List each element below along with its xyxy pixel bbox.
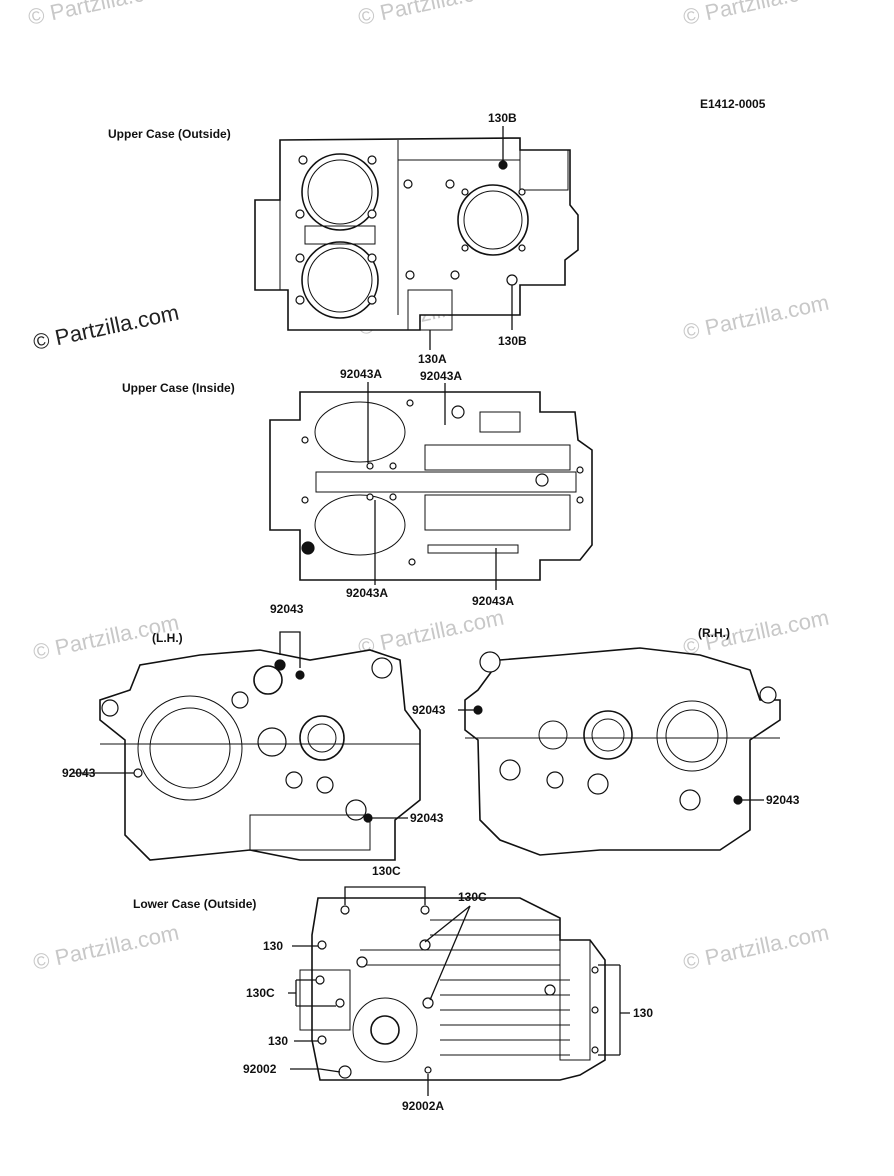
watermark-prominent: © Partzilla.com: [31, 300, 181, 355]
callouts-upper-inside: 92043A 92043A 92043A 92043A: [340, 367, 514, 608]
bolt-holes-upper-outside: [295, 155, 526, 305]
lower-case-outside-drawing: [299, 897, 606, 1081]
callouts-right-hand: 92043 92043: [412, 703, 800, 807]
bolt-holes-upper-inside: [301, 399, 584, 566]
watermark: © Partzilla.com: [681, 0, 831, 30]
callout-label: 92002A: [402, 1099, 444, 1113]
callout-label: 92043: [410, 811, 444, 825]
callout-label: 92002: [243, 1062, 277, 1076]
callout-label: 130B: [498, 334, 527, 348]
callouts-lower-outside: 130C 130C 130 130C 130 130 92002 92002A: [243, 864, 653, 1113]
callout-label: 130C: [246, 986, 275, 1000]
fin-lines: [360, 919, 570, 1056]
upper-case-inside-drawing: [269, 391, 593, 581]
section-title-upper-outside: Upper Case (Outside): [108, 127, 231, 141]
watermark: © Partzilla.com: [681, 920, 831, 975]
callout-label: 92043: [62, 766, 96, 780]
bolt-holes-lower-outside: [315, 905, 599, 1079]
callout-label: 130: [268, 1034, 288, 1048]
callout-label: 92043A: [420, 369, 462, 383]
watermark: © Partzilla.com: [31, 920, 181, 975]
callout-label: 92043: [766, 793, 800, 807]
right-hand-case-drawing: [464, 647, 781, 856]
callout-label: 130A: [418, 352, 447, 366]
watermark: © Partzilla.com: [681, 290, 831, 345]
section-title-left-hand: (L.H.): [152, 631, 183, 645]
callout-label: 130C: [372, 864, 401, 878]
section-title-lower-outside: Lower Case (Outside): [133, 897, 256, 911]
watermark: © Partzilla.com: [356, 605, 506, 660]
callout-label: 92043A: [472, 594, 514, 608]
upper-case-outside-drawing: [254, 137, 579, 331]
watermark: © Partzilla.com: [356, 0, 506, 30]
callout-label: 92043: [270, 602, 304, 616]
callout-label: 92043A: [346, 586, 388, 600]
left-hand-case-drawing: [99, 649, 421, 861]
section-title-upper-inside: Upper Case (Inside): [122, 381, 235, 395]
callout-label: 130: [633, 1006, 653, 1020]
diagram-code: E1412-0005: [700, 97, 766, 111]
section-title-right-hand: (R.H.): [698, 626, 730, 640]
callout-label: 130C: [458, 890, 487, 904]
callout-label: 130: [263, 939, 283, 953]
callout-label: 92043: [412, 703, 446, 717]
callouts-upper-outside: 130B 130B 130A: [418, 111, 527, 366]
callout-label: 92043A: [340, 367, 382, 381]
callout-label: 130B: [488, 111, 517, 125]
watermark: © Partzilla.com: [26, 0, 176, 30]
callouts-left-hand: 92043 92043 92043: [62, 602, 444, 825]
